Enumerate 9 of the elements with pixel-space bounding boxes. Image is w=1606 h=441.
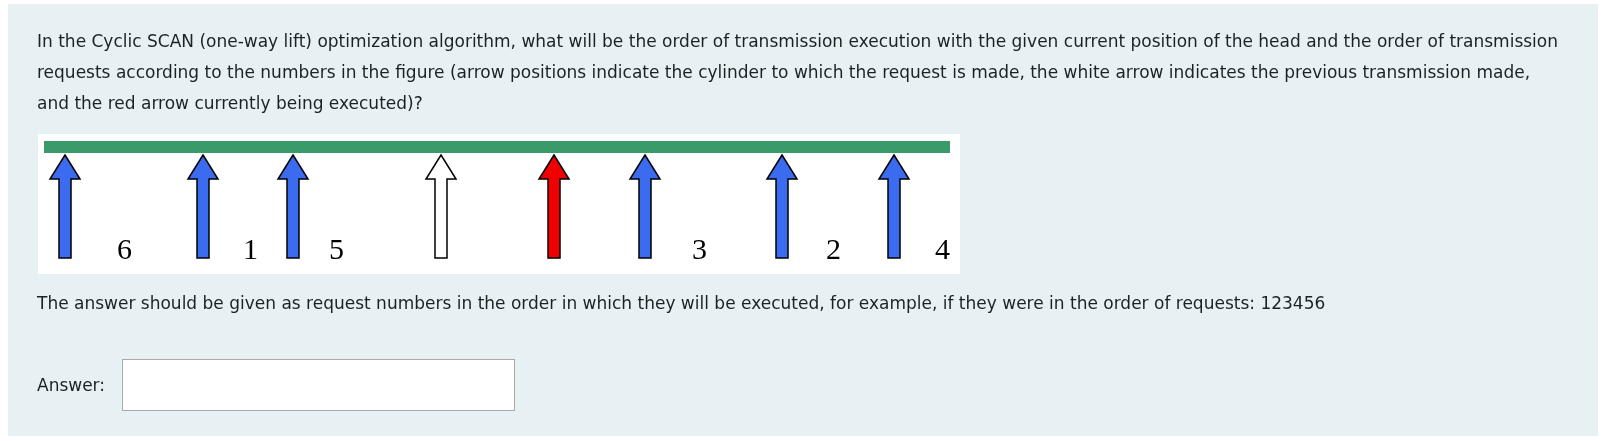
request-number: 2 [826,234,841,264]
request-number: 4 [935,234,950,264]
request-number: 1 [243,234,258,264]
request-number: 6 [117,234,132,264]
request-number: 5 [329,234,344,264]
question-text: In the Cyclic SCAN (one-way lift) optimization algorithm, what will be the order of transmission execution with the given current position of the head and the order of transmission requests according to the numbers in the figure (arrow positions indicate the cylinder to which the request is made, the white arrow indicates the previous transmission made, and the red arrow currently being executed)? [37,30,1559,115]
instruction-text: The answer should be given as request numbers in the order in which they will be executed, for example, if they were in the order of requests: 123456 [37,292,1326,315]
answer-label: Answer: [37,374,106,397]
request-number: 3 [692,234,707,264]
